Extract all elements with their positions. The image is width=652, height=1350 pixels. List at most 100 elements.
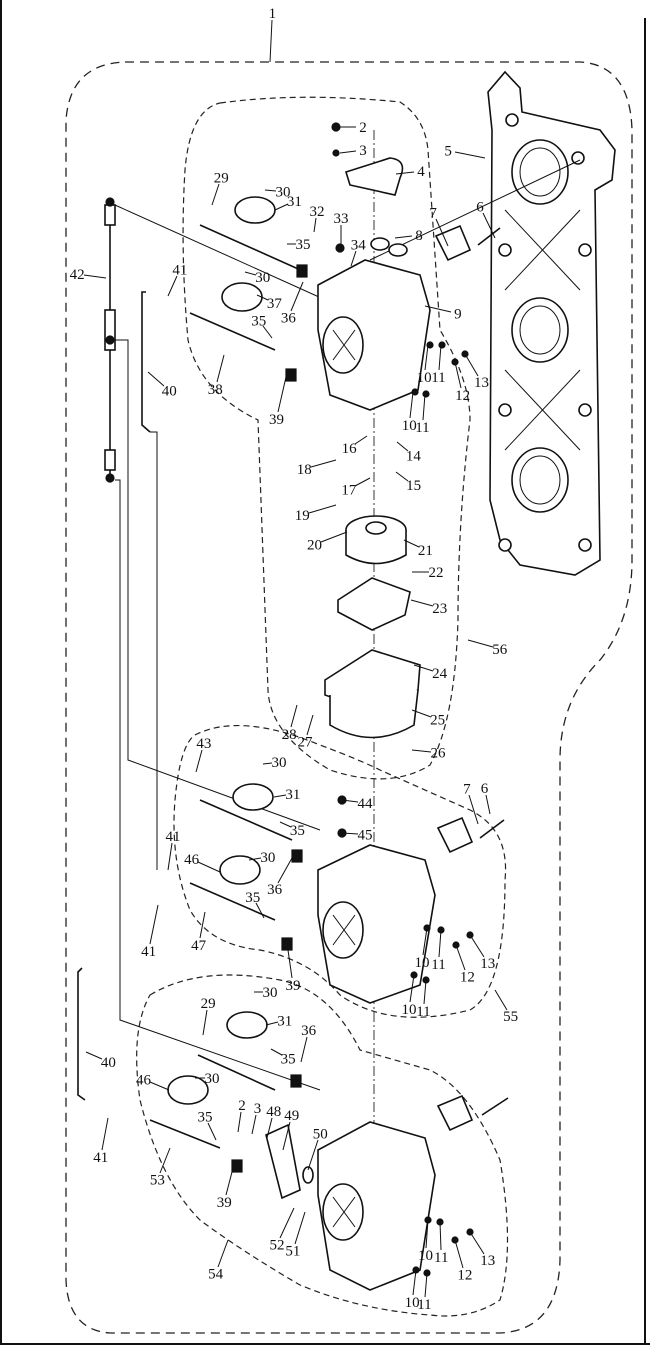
cover-plate-4 bbox=[345, 157, 404, 196]
callout-leader-50 bbox=[307, 1139, 319, 1171]
callout-leader-10a bbox=[424, 344, 429, 371]
callout-label-35b: 35 bbox=[251, 313, 266, 329]
callout-label-32: 32 bbox=[309, 204, 324, 220]
callout-label-12a: 12 bbox=[455, 388, 470, 404]
callout-label-4: 4 bbox=[417, 164, 425, 180]
callout-label-47: 47 bbox=[191, 938, 207, 954]
carburetor-body-bottom bbox=[317, 1121, 436, 1291]
callout-leader-11c bbox=[438, 929, 442, 958]
stud-6b bbox=[479, 819, 505, 839]
callout-label-29a: 29 bbox=[214, 170, 229, 186]
callout-leader-2b bbox=[237, 1111, 242, 1133]
callout-leader-11d bbox=[423, 979, 427, 1005]
callout-leader-39c bbox=[225, 1171, 233, 1196]
assembly-boundary-1 bbox=[65, 61, 633, 1334]
callout-label-7a: 7 bbox=[429, 206, 437, 222]
rod-40-upper bbox=[141, 291, 151, 433]
callout-label-54: 54 bbox=[208, 1267, 224, 1283]
callout-label-21: 21 bbox=[418, 543, 433, 559]
gasket-7c bbox=[436, 1094, 474, 1132]
callout-label-27: 27 bbox=[297, 735, 313, 751]
callout-leader-10f bbox=[412, 1269, 417, 1296]
callout-leader-40b bbox=[85, 1051, 103, 1060]
callout-leader-5 bbox=[454, 151, 486, 159]
callout-leader-31a bbox=[274, 203, 289, 211]
callout-leader-39a bbox=[277, 376, 287, 413]
callout-label-44: 44 bbox=[357, 796, 373, 812]
stud-6c bbox=[481, 1097, 509, 1116]
callout-label-36a: 36 bbox=[281, 310, 297, 326]
callout-leader-23 bbox=[410, 599, 434, 607]
callout-leader-47 bbox=[199, 911, 206, 939]
callout-leader-19 bbox=[308, 504, 337, 514]
bracket-49 bbox=[265, 1123, 301, 1200]
callout-leader-29b bbox=[202, 1009, 208, 1036]
cap-8b bbox=[388, 243, 408, 257]
callout-leader-46b bbox=[149, 1081, 170, 1091]
callout-label-39b: 39 bbox=[285, 978, 300, 994]
callout-leader-36b bbox=[277, 857, 293, 884]
callout-label-45: 45 bbox=[357, 827, 372, 843]
callout-leader-10d bbox=[409, 974, 415, 1003]
callout-label-15: 15 bbox=[406, 478, 421, 494]
callout-leader-11a bbox=[438, 344, 442, 371]
callout-label-24: 24 bbox=[432, 666, 448, 682]
callout-leader-35b bbox=[262, 325, 273, 339]
callout-label-13a: 13 bbox=[474, 375, 489, 391]
callout-label-48: 48 bbox=[266, 1104, 281, 1120]
throttle-plate-31b bbox=[232, 783, 274, 811]
callout-leader-48 bbox=[266, 1117, 273, 1139]
callout-label-31a: 31 bbox=[287, 194, 302, 210]
callout-label-35f: 35 bbox=[198, 1110, 213, 1126]
linkage-rod-42 bbox=[104, 197, 116, 483]
callout-label-3b: 3 bbox=[254, 1101, 262, 1117]
callout-label-11d: 11 bbox=[416, 1004, 430, 1020]
callout-label-42: 42 bbox=[70, 267, 85, 283]
callout-leader-49 bbox=[282, 1121, 291, 1151]
callout-leader-10c bbox=[422, 927, 428, 956]
callout-leader-9 bbox=[424, 305, 452, 313]
callout-leader-34 bbox=[350, 250, 357, 267]
callout-leader-56 bbox=[467, 639, 494, 648]
callout-leader-53 bbox=[159, 1147, 171, 1174]
callout-label-10a: 10 bbox=[417, 370, 432, 386]
subassembly-boundary-56 bbox=[182, 96, 471, 780]
assembly-leader bbox=[369, 159, 581, 261]
callout-label-23: 23 bbox=[432, 601, 447, 617]
callout-label-10c: 10 bbox=[414, 955, 429, 971]
callout-leader-17 bbox=[354, 477, 371, 487]
callout-leader-3b bbox=[251, 1114, 257, 1135]
callout-leader-31c bbox=[273, 794, 287, 798]
callout-label-35d: 35 bbox=[245, 890, 260, 906]
springs-and-fasteners bbox=[231, 122, 474, 1277]
callout-leader-7a bbox=[435, 218, 449, 247]
callout-leader-41d bbox=[101, 1117, 109, 1151]
callout-label-13b: 13 bbox=[480, 956, 495, 972]
callout-leader-13b bbox=[469, 934, 485, 958]
linkage-guide-line bbox=[150, 431, 158, 870]
callout-leader-4 bbox=[395, 171, 415, 175]
callout-leader-13a bbox=[464, 353, 479, 377]
callout-label-20: 20 bbox=[307, 538, 322, 554]
callout-label-39a: 39 bbox=[269, 412, 284, 428]
callout-label-41c: 41 bbox=[141, 944, 156, 960]
callout-label-8: 8 bbox=[415, 228, 423, 244]
callout-leader-11b bbox=[422, 393, 426, 421]
subassembly-boundary-54 bbox=[136, 974, 509, 1317]
callout-label-5: 5 bbox=[444, 144, 452, 160]
callout-leader-24 bbox=[413, 664, 434, 672]
callout-leader-32 bbox=[313, 217, 317, 233]
callout-label-46b: 46 bbox=[136, 1072, 152, 1088]
callout-leader-10b bbox=[409, 391, 414, 419]
callout-leader-26 bbox=[411, 749, 432, 753]
callout-leader-20 bbox=[320, 531, 348, 543]
callout-label-16: 16 bbox=[342, 441, 358, 457]
callout-leader-43 bbox=[195, 749, 203, 773]
callout-label-43: 43 bbox=[196, 736, 211, 752]
callout-label-10f: 10 bbox=[405, 1295, 420, 1311]
callout-label-30d: 30 bbox=[260, 850, 275, 866]
callout-leader-41b bbox=[167, 842, 173, 871]
carburetor-body-top bbox=[317, 259, 431, 411]
callout-leader-38 bbox=[216, 354, 225, 383]
